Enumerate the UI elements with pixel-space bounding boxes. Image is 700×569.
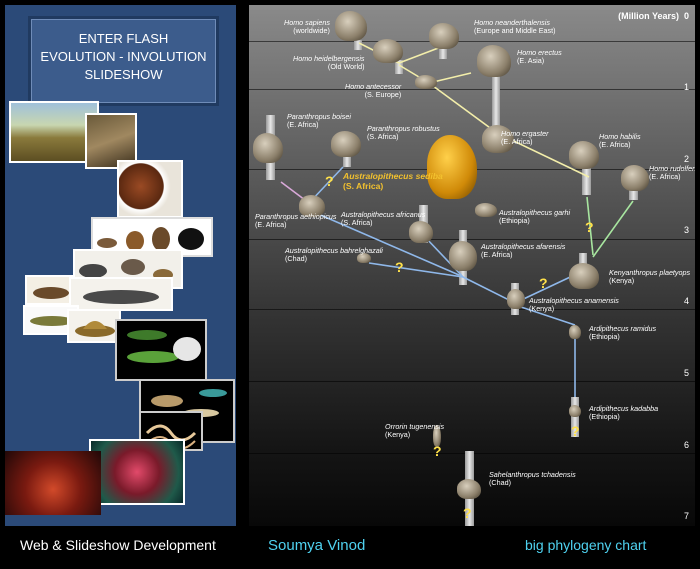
label-homo-rudolfensis: Homo rudolfensis(E. Africa)	[649, 164, 695, 182]
label-homo-heidelbergensis: Homo heidelbergensis(Old World)	[293, 54, 365, 72]
tick-6: 6	[683, 440, 689, 450]
stem-homo-sapiens	[354, 40, 362, 50]
label-paranthropus-robustus: Paranthropus robustus(S. Africa)	[367, 124, 440, 142]
primate-silhouettes-icon	[97, 227, 204, 251]
lineage-lines	[280, 42, 634, 397]
label-homo-antecessor: Homo antecessor(S. Europe)	[345, 82, 402, 100]
label-paranthropus-boisei: Paranthropus boisei(E. Africa)	[287, 112, 351, 130]
paranthropus-robustus-skull-icon[interactable]	[331, 131, 361, 157]
homo-rudolfensis-skull-icon[interactable]	[621, 165, 649, 191]
stem-homo-heidelbergensis	[395, 60, 403, 74]
uncertain-mark: ?	[325, 173, 334, 189]
paranthropus-boisei-skull-icon[interactable]	[253, 133, 283, 163]
synapsid-icon	[83, 290, 159, 304]
au-anamensis-fossil-icon[interactable]	[507, 289, 525, 309]
amphibian-thumbnail[interactable]	[115, 319, 207, 381]
early-mammal-thumbnail[interactable]	[25, 275, 75, 305]
lizard-icon	[30, 316, 74, 326]
author-link[interactable]: Soumya Vinod	[268, 537, 366, 554]
tick-4: 4	[683, 296, 689, 306]
early-life-thumbnail[interactable]	[89, 439, 185, 505]
footer-credit-text: Web & Slideshow Development	[20, 537, 216, 553]
label-au-anamensis: Australopithecus anamensis(Kenya)	[529, 296, 619, 314]
savanna-hominid-thumbnail[interactable]	[9, 101, 99, 163]
big-phylogeny-chart-link[interactable]: big phylogeny chart	[525, 537, 647, 553]
slideshow-panel: ENTER FLASH EVOLUTION - INVOLUTION SLIDE…	[5, 5, 236, 526]
reptile-mammal-icon	[33, 287, 69, 299]
australopithecus-sediba-skull-icon[interactable]	[427, 135, 477, 199]
tick-2: 2	[683, 154, 689, 164]
au-bahrelghazali-fossil-icon[interactable]	[357, 253, 371, 263]
amphibian-icon	[127, 330, 201, 363]
uncertain-mark: ?	[539, 275, 548, 291]
stem-ardipithecus-kadabba	[571, 397, 579, 437]
paranthropus-aethiopicus-skull-icon[interactable]	[299, 195, 325, 217]
flash-button-line1: ENTER FLASH	[78, 31, 169, 46]
ape-figures-thumbnail[interactable]	[117, 160, 183, 218]
au-garhi-skull-icon[interactable]	[475, 203, 497, 217]
orrorin-fossil-icon[interactable]	[433, 425, 441, 447]
label-homo-erectus: Homo erectus(E. Asia)	[517, 48, 562, 66]
homo-erectus-skull-icon[interactable]	[477, 45, 511, 77]
homo-neanderthalensis-skull-icon[interactable]	[429, 23, 459, 49]
au-africanus-skull-icon[interactable]	[409, 221, 433, 243]
cosmic-origin-thumbnail[interactable]	[5, 451, 101, 515]
enter-flash-slideshow-button[interactable]: ENTER FLASH EVOLUTION - INVOLUTION SLIDE…	[31, 19, 216, 103]
homo-sapiens-skull-icon[interactable]	[335, 11, 367, 41]
label-homo-habilis: Homo habilis(E. Africa)	[599, 132, 641, 150]
uncertain-mark: ?	[433, 443, 442, 459]
stem-homo-neanderthalensis	[439, 45, 447, 59]
hominid-walking-thumbnail[interactable]	[85, 113, 137, 169]
au-afarensis-skull-icon[interactable]	[449, 241, 477, 271]
uncertain-mark: ?	[395, 259, 404, 275]
tick-3: 3	[683, 225, 689, 235]
flash-button-line3: SLIDESHOW	[84, 67, 163, 82]
label-au-garhi: Australopithecus garhi(Ethiopia)	[499, 208, 571, 226]
uncertain-mark: ?	[571, 423, 580, 439]
kenyanthropus-skull-icon[interactable]	[569, 263, 599, 289]
label-au-africanus: Australopithecus africanus(S. Africa)	[341, 210, 426, 228]
sail-reptile-icon	[75, 321, 115, 337]
label-homo-ergaster: Homo ergaster(E. Africa)	[501, 129, 549, 147]
label-orrorin: Orrorin tugenensis(Kenya)	[385, 422, 445, 440]
label-australopithecus-sediba[interactable]: Australopithecus sediba(S. Africa)	[343, 171, 443, 191]
label-kenyanthropus: Kenyanthropus plaetyops(Kenya)	[609, 268, 691, 286]
homo-heidelbergensis-skull-icon[interactable]	[373, 39, 403, 63]
ardipithecus-ramidus-fossil-icon[interactable]	[569, 325, 581, 339]
tick-7: 7	[683, 511, 689, 521]
tick-1: 1	[683, 82, 689, 92]
uncertain-mark: ?	[463, 505, 472, 521]
dimetrodon-thumbnail[interactable]	[67, 309, 121, 343]
homo-habilis-skull-icon[interactable]	[569, 141, 599, 169]
homo-antecessor-skull-icon[interactable]	[415, 75, 437, 89]
label-sahelanthropus: Sahelanthropus tchadensis(Chad)	[489, 470, 576, 488]
flash-button-line2: EVOLUTION - INVOLUTION	[40, 49, 207, 64]
uncertain-mark: ?	[585, 219, 594, 235]
axis-unit-label: (Million Years) 0	[618, 11, 689, 21]
label-au-bahrelghazali: Australopithecus bahrelghazali(Chad)	[285, 246, 383, 264]
hominin-phylogeny-chart: (Million Years) 0 1 2 3 4 5 6 7	[249, 5, 695, 526]
synapsid-thumbnail[interactable]	[69, 277, 173, 311]
label-homo-neanderthalensis: Homo neanderthalensis(Europe and Middle …	[474, 18, 556, 36]
homo-ergaster-skull-icon[interactable]	[482, 125, 514, 153]
label-homo-sapiens: Homo sapiens(worldwide)	[284, 18, 330, 36]
label-ardipithecus-kadabba: Ardipithecus kadabba(Ethiopia)	[589, 404, 659, 422]
ardipithecus-kadabba-fossil-icon[interactable]	[569, 405, 581, 417]
label-ardipithecus-ramidus: Ardipithecus ramidus(Ethiopia)	[589, 324, 657, 342]
label-au-afarensis: Australopithecus afarensis(E. Africa)	[481, 242, 566, 260]
tick-5: 5	[683, 368, 689, 378]
sahelanthropus-skull-icon[interactable]	[457, 479, 481, 499]
stem-homo-erectus	[492, 65, 500, 130]
stem-homo-habilis	[582, 145, 591, 195]
label-paranthropus-aethiopicus: Paranthropus aethiopicus(E. Africa)	[255, 212, 337, 230]
